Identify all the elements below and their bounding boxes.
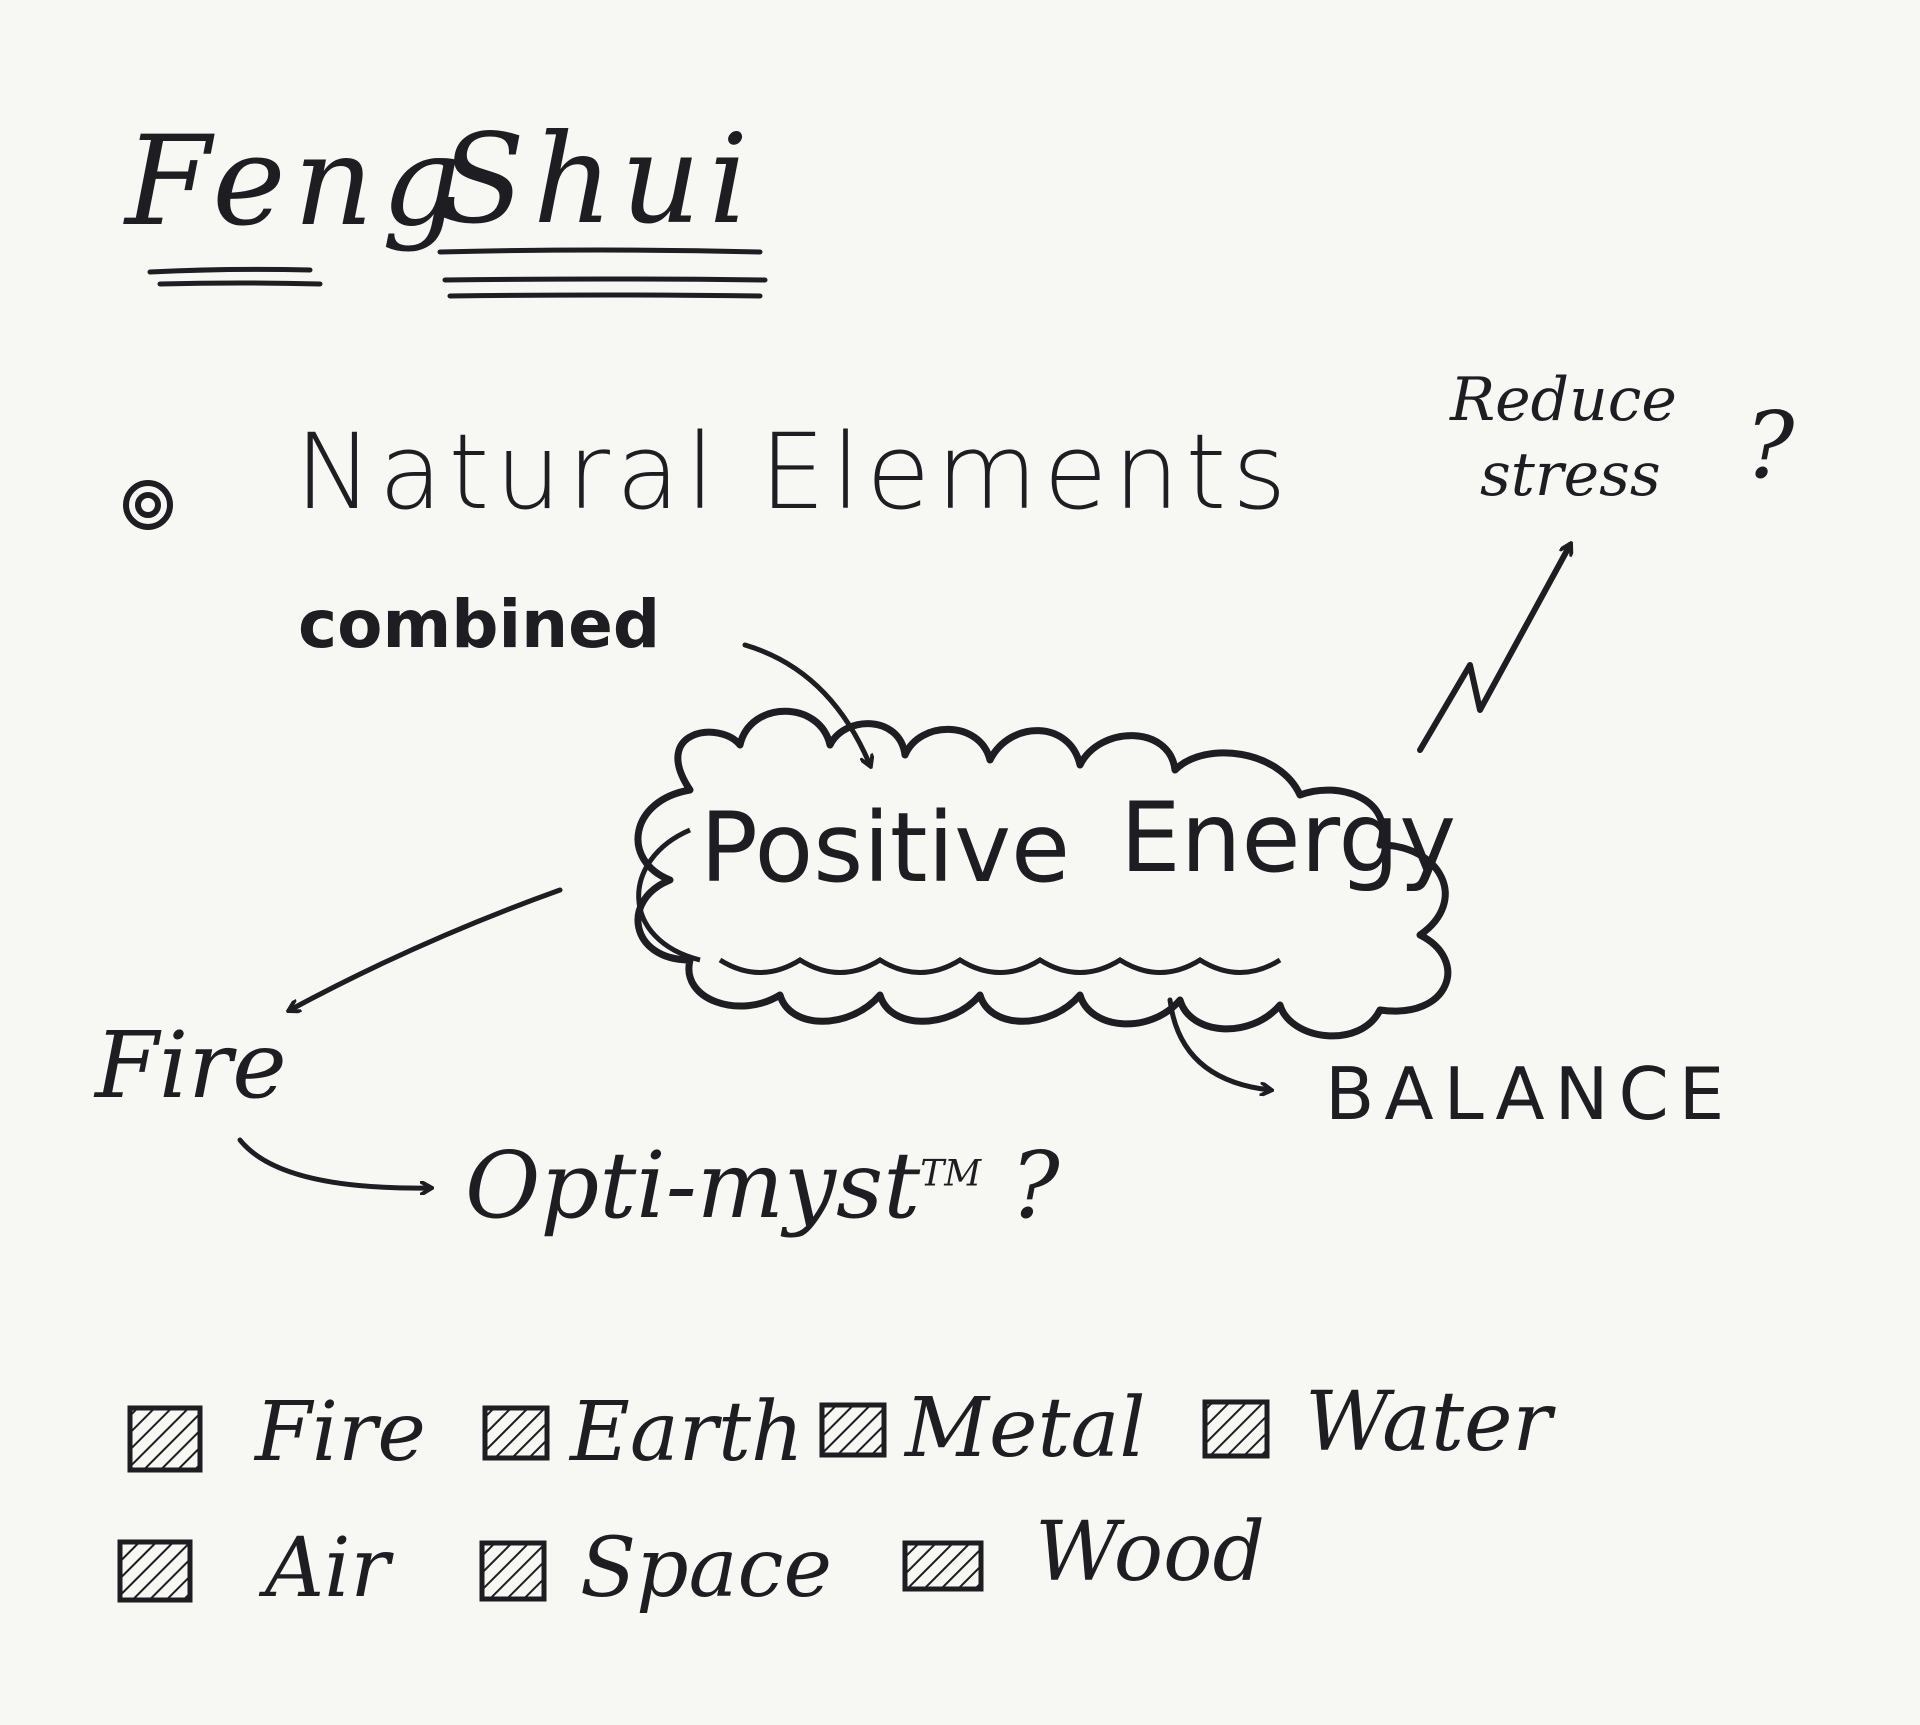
label-fire: Fire — [95, 1012, 287, 1119]
swatch-wood — [902, 1540, 984, 1592]
reduce-question-mark: ? — [1745, 392, 1795, 499]
label-opti-myst: Opti-mystTM ? — [465, 1140, 1060, 1232]
legend-label-fire: Fire — [255, 1385, 426, 1480]
heading-natural-elements: Natural Elements — [295, 411, 1293, 533]
opti-myst-text: Opti-myst — [465, 1132, 921, 1239]
legend-label-earth: Earth — [570, 1385, 804, 1480]
title-shui: Shui — [440, 108, 757, 252]
positive-energy-cloud — [634, 707, 1452, 1040]
swatch-water — [1202, 1399, 1270, 1459]
legend-label-metal: Metal — [905, 1381, 1146, 1476]
cloud-text-positive: Positive — [700, 792, 1071, 904]
arrow-fire-to-optimyst — [237, 1137, 430, 1188]
label-stress: stress — [1480, 440, 1661, 510]
bullet-circle — [123, 480, 173, 530]
arrow-cloud-to-fire — [290, 887, 563, 1010]
arrow-to-reduce-stress — [1417, 545, 1570, 753]
label-combined: combined — [298, 586, 661, 663]
legend-label-water: Water — [1305, 1375, 1552, 1470]
legend-label-space: Space — [580, 1521, 833, 1616]
legend-swatches — [117, 1399, 1270, 1603]
swatch-fire — [127, 1405, 203, 1473]
legend-label-wood: Wood — [1035, 1505, 1265, 1600]
cloud-text-energy: Energy — [1120, 782, 1457, 894]
cloud-bottom-scallops — [718, 957, 1282, 975]
title-feng: Feng — [125, 110, 469, 254]
label-reduce: Reduce — [1450, 365, 1677, 435]
arrow-combined-to-cloud — [742, 642, 870, 765]
title-underline-shui — [437, 247, 768, 299]
swatch-earth — [482, 1405, 550, 1461]
legend-label-air: Air — [265, 1521, 390, 1616]
arrow-cloud-to-balance — [1167, 997, 1270, 1090]
trademark-mark: TM — [920, 1153, 982, 1195]
swatch-air — [117, 1539, 193, 1603]
cloud-inner-loop — [636, 827, 701, 963]
opti-question-mark: ? — [1010, 1132, 1060, 1239]
swatch-metal — [819, 1402, 887, 1458]
title-underline-feng — [147, 266, 323, 287]
label-balance: BALANCE — [1325, 1052, 1735, 1136]
swatch-space — [479, 1540, 547, 1602]
